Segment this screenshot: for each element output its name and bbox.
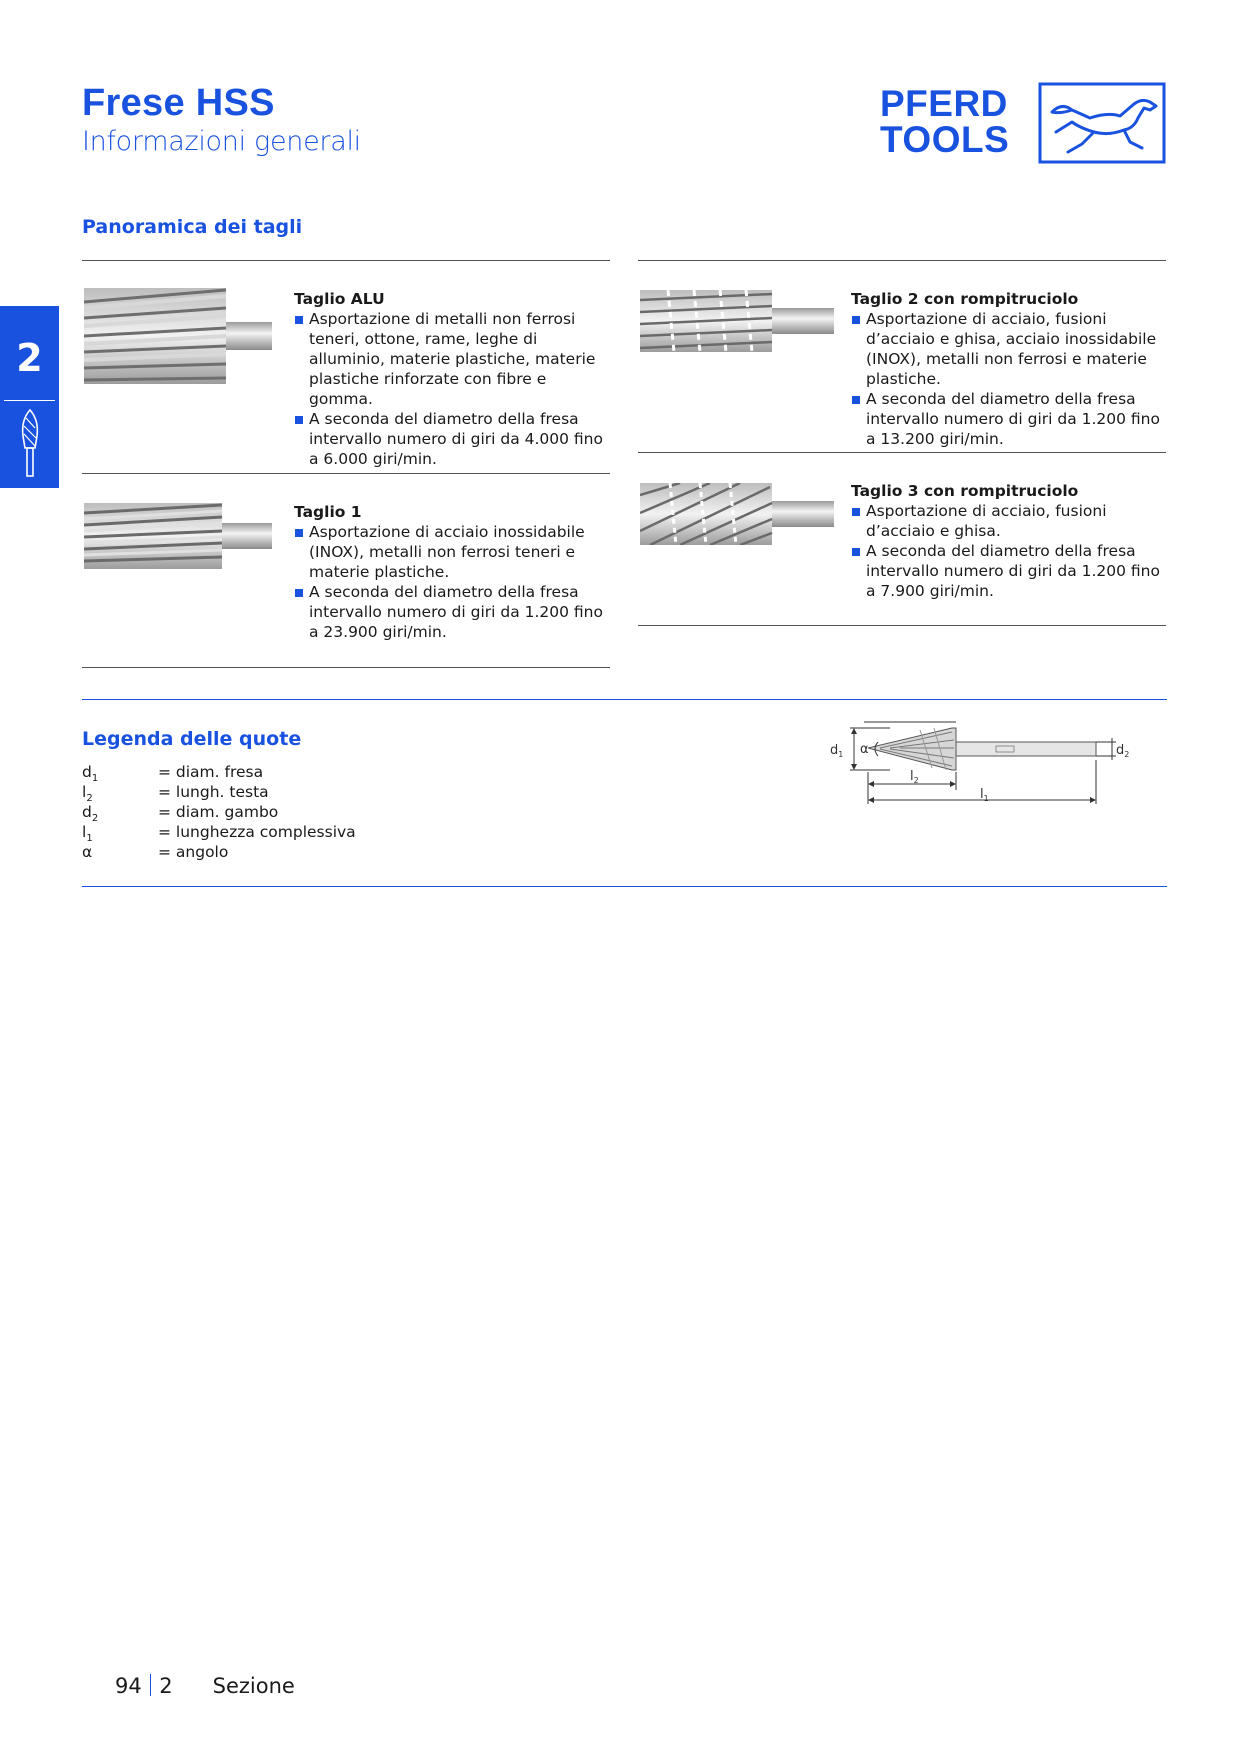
l2-label: l2 bbox=[910, 769, 919, 785]
cut-1-description: Taglio 1 Asportazione di acciaio inossid… bbox=[294, 502, 610, 642]
cut-alu-image bbox=[84, 288, 272, 384]
cut-title: Taglio 2 con rompitruciolo bbox=[851, 290, 1079, 308]
cut-bullet: Asportazione di acciaio inossidabile (IN… bbox=[294, 522, 610, 582]
legend-description: = lunghezza complessiva bbox=[158, 823, 356, 841]
legend-row: α = angolo bbox=[82, 842, 228, 862]
cut-title: Taglio ALU bbox=[294, 290, 385, 308]
cut-title: Taglio 3 con rompitruciolo bbox=[851, 482, 1079, 500]
footer-separator bbox=[149, 1674, 152, 1696]
legend-symbol: α bbox=[82, 843, 93, 861]
cut-2-description: Taglio 2 con rompitruciolo Asportazione … bbox=[851, 289, 1171, 449]
divider bbox=[82, 260, 610, 261]
legend-symbol: d1 bbox=[82, 763, 99, 785]
cut-bullet: A seconda del diametro della fresa inter… bbox=[851, 541, 1171, 601]
cut-bullet: Asportazione di acciaio, fusioni d’accia… bbox=[851, 309, 1171, 389]
chapter-tab-divider bbox=[4, 400, 55, 401]
cut-bullet: A seconda del diametro della fresa inter… bbox=[294, 582, 610, 642]
legend-symbol: l1 bbox=[82, 823, 93, 845]
cut-1-image bbox=[84, 503, 272, 569]
cut-bullet: A seconda del diametro della fresa inter… bbox=[294, 409, 610, 469]
cut-3-description: Taglio 3 con rompitruciolo Asportazione … bbox=[851, 481, 1171, 601]
legend-description: = angolo bbox=[158, 843, 229, 861]
legend-heading: Legenda delle quote bbox=[82, 728, 302, 750]
burr-icon bbox=[21, 408, 39, 477]
chapter-tab: 2 bbox=[0, 306, 59, 488]
footer-section-label: Sezione bbox=[212, 1674, 295, 1698]
divider bbox=[82, 667, 610, 668]
legend-row: l1 = lunghezza complessiva bbox=[82, 822, 356, 849]
page-title: Frese HSS bbox=[82, 82, 275, 124]
cut-bullet: Asportazione di acciaio, fusioni d’accia… bbox=[851, 501, 1171, 541]
horse-logo-icon bbox=[1038, 82, 1166, 164]
page-subtitle: Informazioni generali bbox=[82, 126, 361, 157]
alpha-label: α bbox=[860, 742, 869, 757]
d2-label: d2 bbox=[1116, 743, 1129, 759]
legend-row: l2 = lungh. testa bbox=[82, 782, 269, 809]
legend-description: = diam. gambo bbox=[158, 803, 279, 821]
divider bbox=[638, 625, 1166, 626]
cut-title: Taglio 1 bbox=[294, 503, 362, 521]
overview-heading: Panoramica dei tagli bbox=[82, 216, 303, 238]
page-number: 94 bbox=[115, 1674, 142, 1698]
legend-row: d1 = diam. fresa bbox=[82, 762, 263, 789]
logo-wordmark: PFERD TOOLS bbox=[880, 83, 1010, 160]
chapter-number: 2 bbox=[16, 336, 43, 380]
divider bbox=[638, 452, 1166, 453]
legend-symbol: d2 bbox=[82, 803, 99, 825]
cut-bullet: Asportazione di metalli non ferrosi tene… bbox=[294, 309, 610, 409]
dimension-diagram: d1 α d2 l2 l1 bbox=[830, 721, 1129, 804]
cut-3-image bbox=[640, 483, 834, 545]
legend-row: d2 = diam. gambo bbox=[82, 802, 278, 829]
d1-label: d1 bbox=[830, 743, 843, 759]
cut-bullet: A seconda del diametro della fresa inter… bbox=[851, 389, 1171, 449]
cut-2-image bbox=[640, 290, 834, 352]
footer-section-number: 2 bbox=[159, 1674, 173, 1698]
pferd-tools-logo: PFERD TOOLS bbox=[880, 80, 1170, 170]
section-divider bbox=[82, 886, 1167, 887]
section-divider bbox=[82, 699, 1167, 700]
divider bbox=[82, 473, 610, 474]
cut-alu-description: Taglio ALU Asportazione di metalli non f… bbox=[294, 289, 610, 469]
legend-description: = lungh. testa bbox=[158, 783, 269, 801]
legend-symbol: l2 bbox=[82, 783, 93, 805]
divider bbox=[638, 260, 1166, 261]
l1-label: l1 bbox=[980, 787, 989, 803]
page-footer: 94 2 Sezione bbox=[115, 1674, 295, 1698]
legend-description: = diam. fresa bbox=[158, 763, 264, 781]
